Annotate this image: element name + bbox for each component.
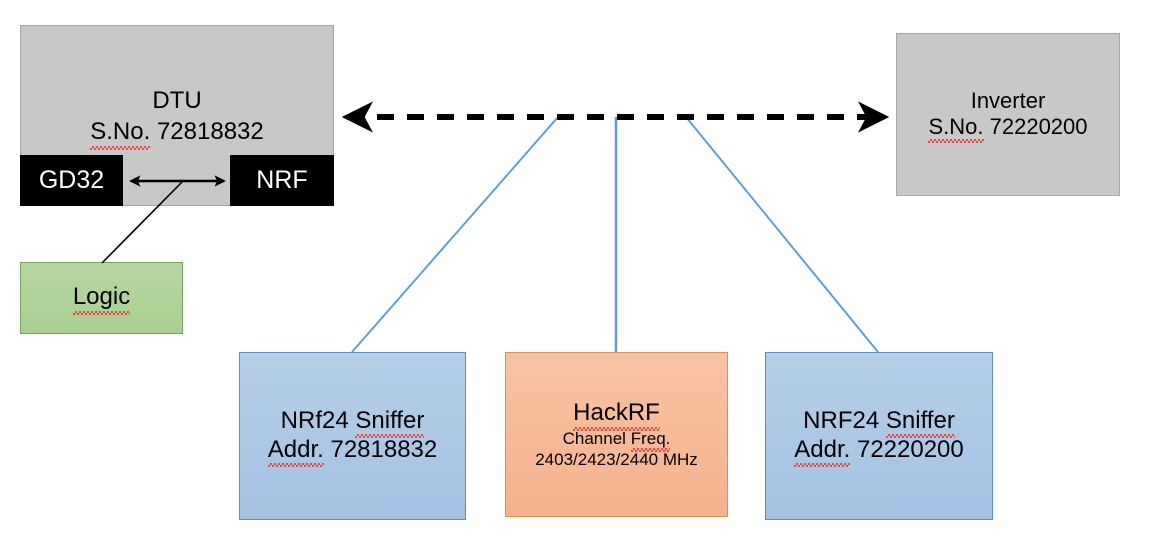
sniffer-left-chip: NRf24 (280, 406, 349, 434)
node-hackrf[interactable]: HackRF Channel Freq. 2403/2423/2440 MHz (505, 352, 728, 517)
hackrf-frequencies: 2403/2423/2440 MHz (535, 449, 698, 469)
nrf-label: NRF (256, 165, 308, 194)
node-nrf[interactable]: NRF (230, 155, 334, 206)
sniffer-right-addr-label: Addr. (794, 436, 851, 468)
dtu-serial-value: 72818832 (156, 118, 264, 146)
sniffer-right-addr: Addr. 72220200 (794, 436, 964, 468)
hackrf-title-text: HackRF (573, 399, 660, 431)
hackrf-title: HackRF (573, 399, 660, 431)
gd32-label: GD32 (38, 165, 105, 194)
hackrf-channel-label: Channel Freq. (562, 428, 670, 452)
inverter-serial: S.No. 72220200 (928, 114, 1088, 143)
sniffer-right-tap-line (685, 116, 879, 353)
logic-label: Logic (72, 283, 131, 315)
sniffer-right-chip: NRF24 (803, 406, 880, 434)
node-inverter[interactable]: Inverter S.No. 72220200 (896, 33, 1120, 196)
node-sniffer-left[interactable]: NRf24 Sniffer Addr. 72818832 (239, 352, 466, 520)
inverter-title: Inverter (970, 88, 1046, 114)
dtu-serial-prefix: S.No. (90, 116, 151, 151)
sniffer-left-addr-label: Addr. (267, 436, 324, 468)
inverter-serial-value: 72220200 (989, 114, 1088, 139)
hackrf-freq-word: Freq. (630, 429, 670, 452)
dtu-title: DTU (152, 87, 202, 114)
node-gd32[interactable]: GD32 (20, 155, 123, 206)
inverter-serial-prefix: S.No. (928, 114, 984, 143)
sniffer-left-title: NRf24 Sniffer (280, 406, 424, 439)
sniffer-right-title: NRF24 Sniffer (803, 406, 955, 439)
sniffer-left-addr: Addr. 72818832 (267, 436, 438, 468)
sniffer-left-type: Sniffer (355, 407, 424, 439)
hackrf-channel-word: Channel (562, 428, 626, 448)
dtu-label-group: DTU S.No. 72818832 (20, 85, 334, 151)
dtu-serial: S.No. 72818832 (20, 116, 334, 151)
sniffer-left-addr-value: 72818832 (330, 436, 438, 463)
sniffer-right-addr-value: 72220200 (856, 436, 964, 463)
node-logic[interactable]: Logic (20, 262, 183, 334)
sniffer-left-tap-line (351, 116, 559, 353)
node-sniffer-right[interactable]: NRF24 Sniffer Addr. 72220200 (765, 352, 993, 520)
sniffer-right-type: Sniffer (885, 407, 955, 439)
